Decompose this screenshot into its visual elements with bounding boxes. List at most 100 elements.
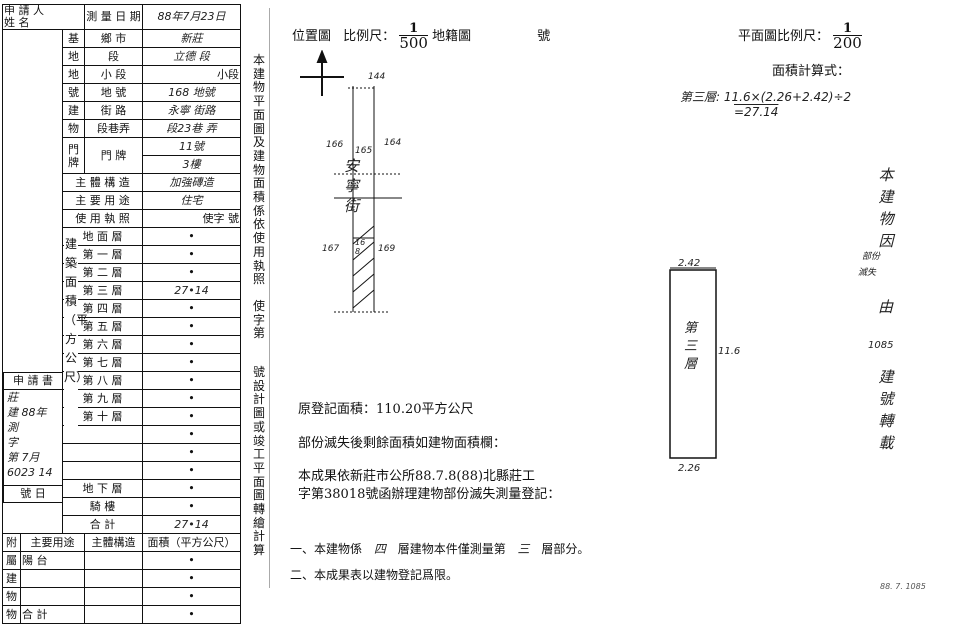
lot-label-169: 169 — [378, 244, 396, 254]
original-area: 原登記面積：110.20平方公尺 — [298, 402, 474, 417]
floor-name — [62, 443, 143, 462]
annex-use — [20, 587, 85, 606]
street-label: 街 路 — [84, 101, 143, 120]
note-2: 二、本成果表以建物登記爲限。 — [290, 568, 459, 582]
structure-label: 主 體 構 造 — [62, 173, 143, 192]
section-value: 立德 段 — [142, 47, 241, 66]
applicant-label: 申 請 人姓 名 — [2, 4, 85, 30]
floor-area-value: • — [142, 443, 241, 462]
floor-name: 第 六 層 — [62, 335, 143, 354]
lot-label: 地 號 — [84, 83, 143, 102]
bldg-label-2: 物 — [62, 119, 85, 138]
annex-side-1: 附 — [2, 533, 21, 552]
application-box: 申 請 書 莊 建 88年 測 字 第 7月 6023 14 號 日 — [3, 372, 63, 503]
formula-line-1: 第三層: 11.6×(2.26+2.42)÷2 — [680, 90, 852, 104]
total-label: 合 計 — [62, 515, 143, 534]
floor-area-value: • — [142, 263, 241, 282]
lot-label-144: 144 — [368, 72, 386, 82]
floor-area-value: • — [142, 407, 241, 426]
lot-label-168: 168 — [355, 238, 366, 256]
formula-title: 面積計算式： — [772, 64, 851, 79]
divider-line — [269, 8, 270, 588]
formula-line-2: =27.14 — [734, 105, 779, 119]
road-label: 安寧街 — [344, 157, 360, 215]
annex-structure — [84, 605, 143, 624]
annex-value: • — [142, 587, 241, 606]
lot-label-165: 165 — [355, 146, 373, 156]
floor-area-value: 27•14 — [142, 281, 241, 300]
application-line-5: 第 7月 — [7, 451, 40, 464]
floor-plan-label: 第三層 — [684, 321, 698, 372]
application-line-2: 建 88年 — [7, 406, 47, 419]
bldg-label-1: 建 — [62, 101, 85, 120]
application-line-1: 莊 — [7, 391, 18, 404]
floor-area-value: • — [142, 371, 241, 390]
footer-date: 88. 7. 1085 — [880, 582, 926, 591]
structure-value: 加強磚造 — [142, 173, 241, 192]
door-label: 門 牌 — [84, 137, 143, 174]
remaining-area-note: 部份滅失後剩餘面積如建物面積欄： — [298, 436, 507, 451]
lane-label: 段巷弄 — [84, 119, 143, 138]
floor-name: 地 下 層 — [62, 479, 143, 498]
section-label: 段 — [84, 47, 143, 66]
annex-value: • — [142, 551, 241, 570]
annex-side-label: 屬 — [2, 551, 21, 570]
survey-date-label: 測 量 日 期 — [84, 4, 143, 30]
lot-label-167: 167 — [322, 244, 340, 254]
township-value: 新莊 — [142, 29, 241, 48]
application-line-3: 測 — [7, 421, 18, 434]
dim-top: 2.42 — [678, 258, 701, 269]
annex-structure — [84, 551, 143, 570]
floor-name: 第 四 層 — [62, 299, 143, 318]
application-line-4: 字 — [7, 436, 18, 449]
stamp-char-you: 由 — [878, 298, 894, 316]
floor-name: 第 五 層 — [62, 317, 143, 336]
application-line-6: 6023 14 — [7, 466, 53, 479]
license-value: 使字 號 — [142, 209, 241, 228]
cadastral-label: 地籍圖 — [432, 29, 472, 44]
stamp-column-2: 建 號 轉 載 — [878, 368, 894, 452]
north-arrow-icon — [300, 50, 344, 96]
floor-area-value: • — [142, 299, 241, 318]
annex-side-label: 建 — [2, 569, 21, 588]
annex-value: • — [142, 605, 241, 624]
application-footer: 號 日 — [4, 485, 62, 502]
basis-line-2: 字第38018號函辦理建物部份滅失測量登記： — [298, 487, 561, 502]
lane-value: 段23巷 弄 — [142, 119, 241, 138]
location-scale-label: 比例尺： — [343, 29, 396, 44]
site-label-1: 基 — [62, 29, 85, 48]
stamp-column: 本 建 物 因 — [878, 166, 894, 250]
door-value-2: 3樓 — [142, 155, 241, 174]
vertical-note-1: 本建物平面圖及建物面積係依使用執照 — [252, 53, 265, 287]
floor-name: 第 一 層 — [62, 245, 143, 264]
annex-side-label: 物 — [2, 587, 21, 606]
floor-area-value: • — [142, 353, 241, 372]
annex-structure — [84, 569, 143, 588]
stamp-small-b: 滅失 — [858, 268, 877, 278]
license-label: 使 用 執 照 — [62, 209, 143, 228]
lot-value: 168 地號 — [142, 83, 241, 102]
vertical-note-2: 使字第 — [252, 299, 265, 341]
floor-name: 地 面 層 — [62, 227, 143, 246]
subsection-value: 小段 — [142, 65, 241, 84]
floor-plan-drawing — [669, 267, 717, 459]
annex-use: 合 計 — [20, 605, 85, 624]
floor-area-value: • — [142, 335, 241, 354]
vertical-note-3: 號設計圖或竣工平面圖轉繪計算 — [252, 365, 265, 558]
door-value-1: 11號 — [142, 137, 241, 156]
floor-area-value: • — [142, 497, 241, 516]
basis-line-1: 本成果依新莊市公所88.7.8(88)北縣莊工 — [298, 469, 536, 484]
annex-use — [20, 569, 85, 588]
floor-area-value: • — [142, 317, 241, 336]
use-value: 住宅 — [142, 191, 241, 210]
site-label-4: 號 — [62, 83, 85, 102]
floor-area-value: • — [142, 479, 241, 498]
bldg-label-3: 門牌 — [62, 137, 85, 174]
street-value: 永寧 街路 — [142, 101, 241, 120]
annex-structure — [84, 587, 143, 606]
area-side-label: 建築面積（平方公尺） — [64, 235, 88, 430]
annex-value: • — [142, 569, 241, 588]
